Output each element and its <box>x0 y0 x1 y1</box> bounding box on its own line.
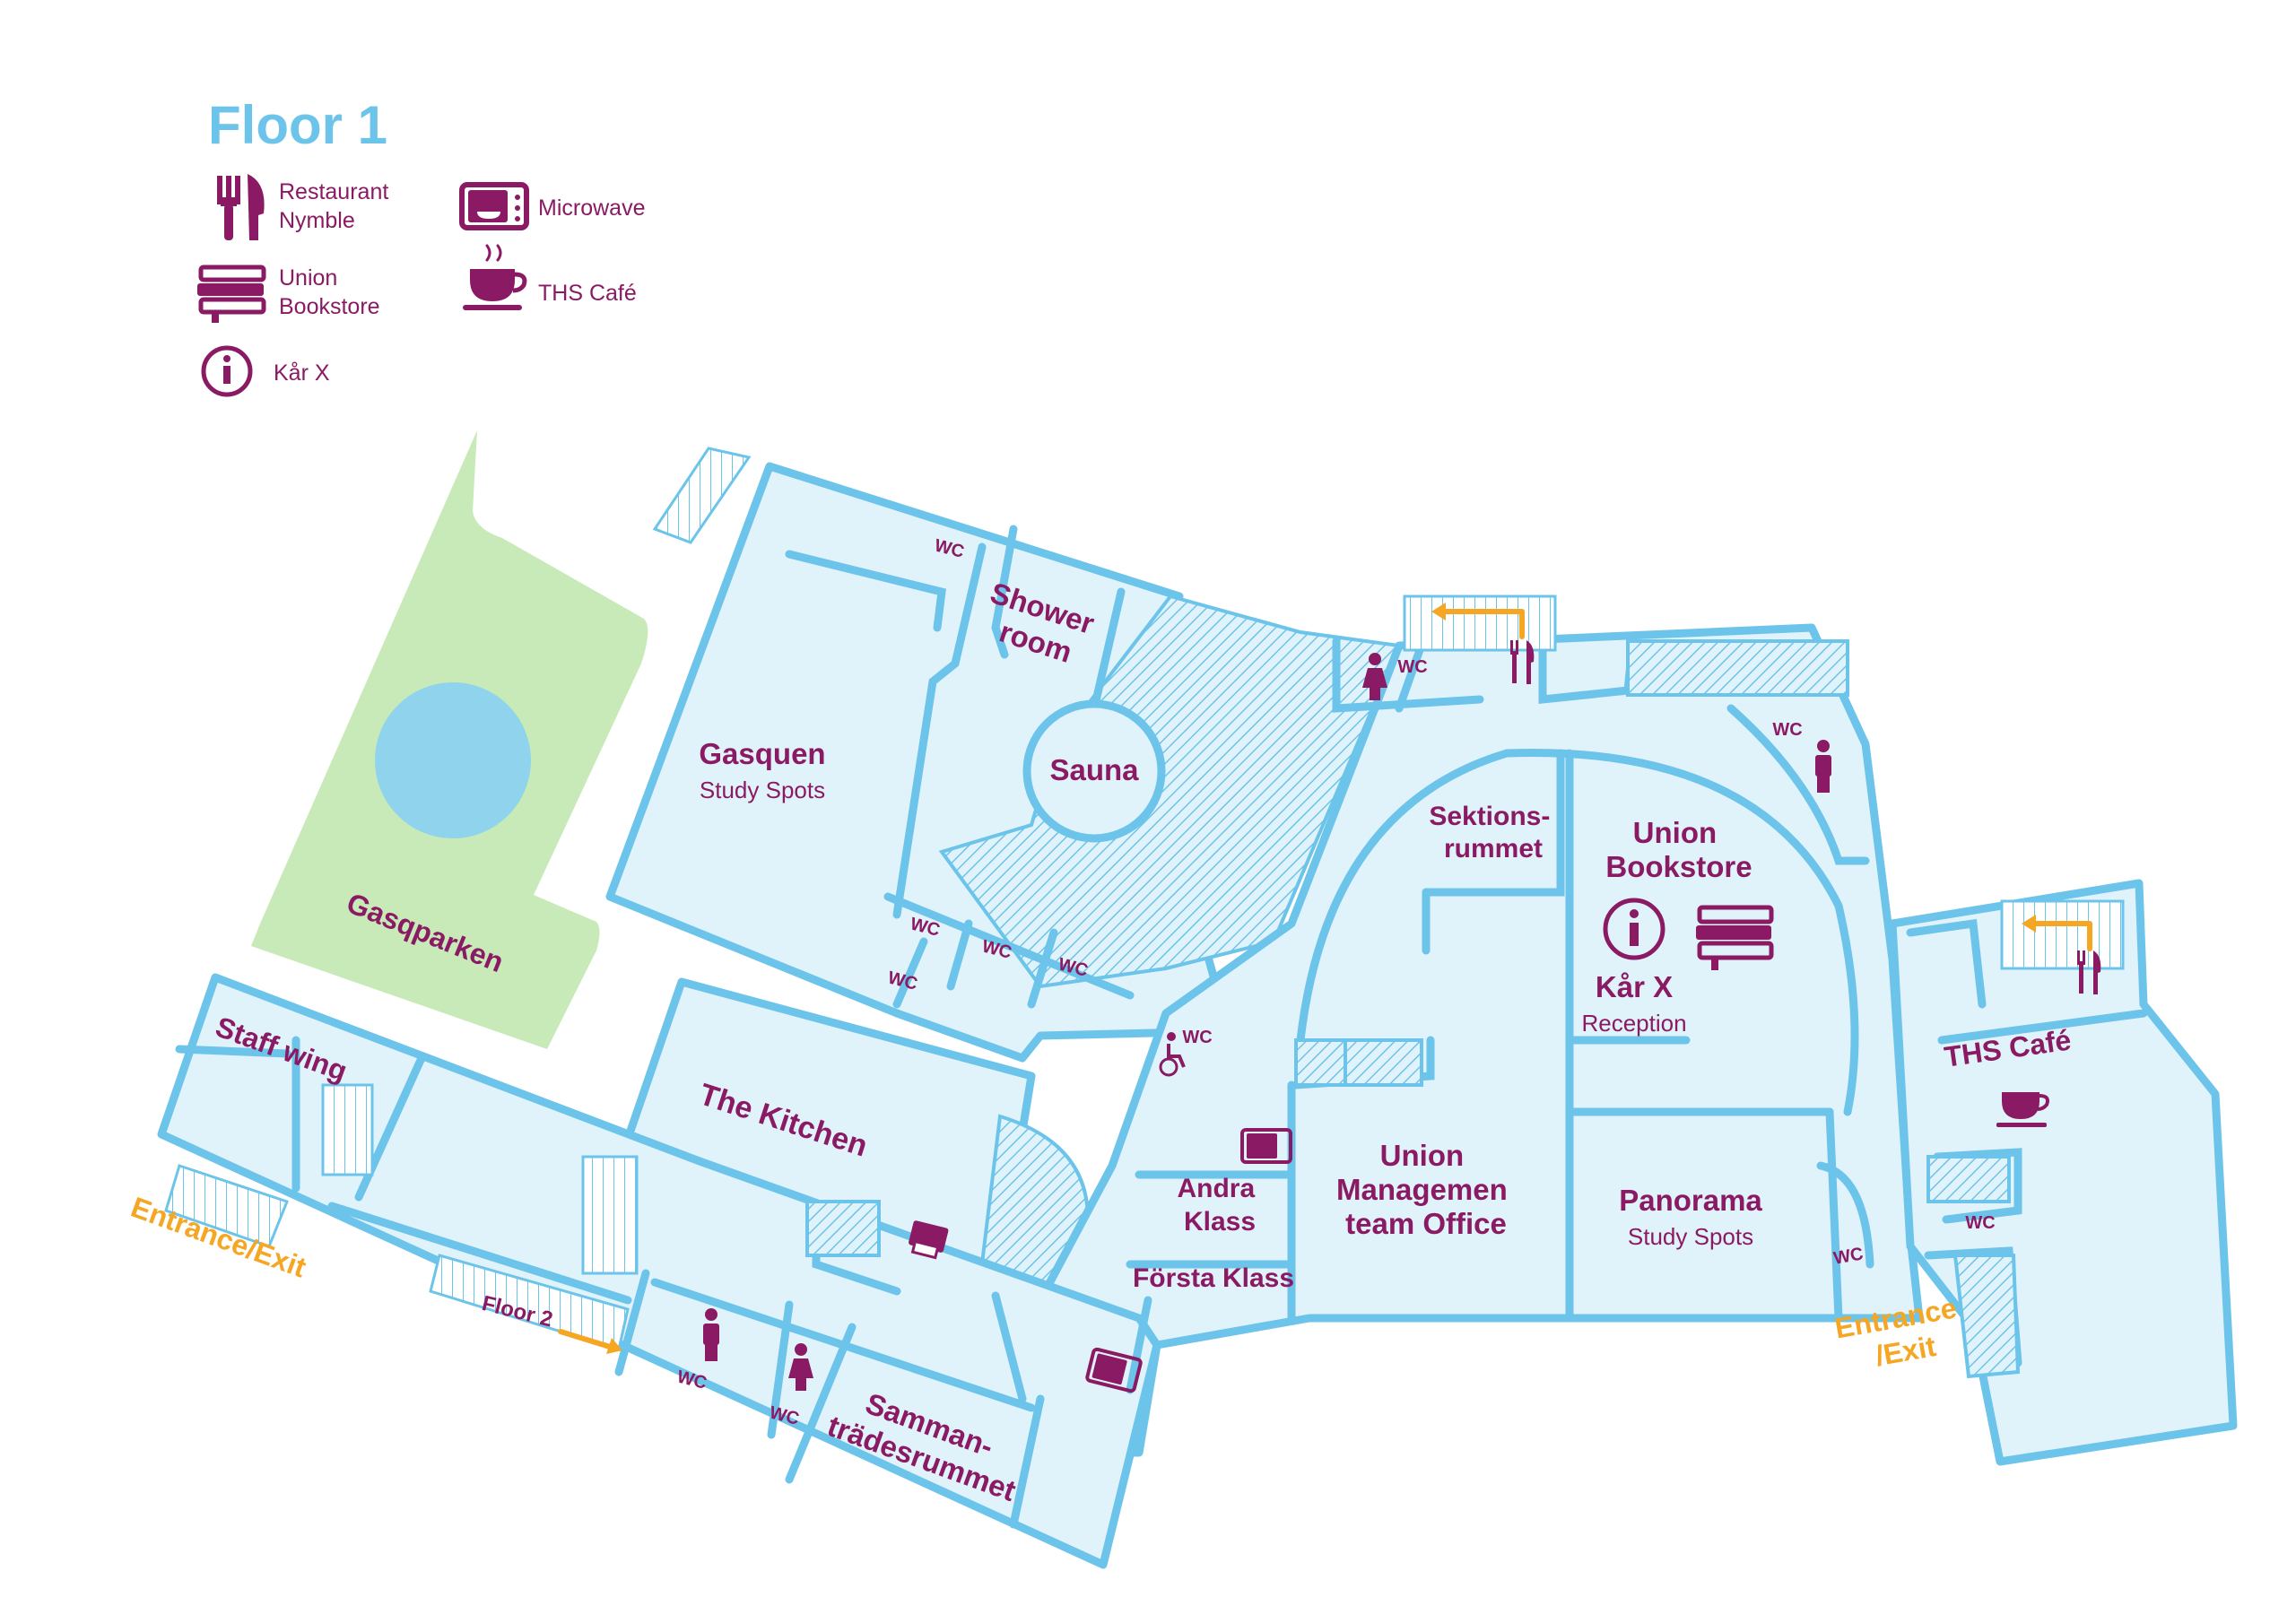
wc-label: WC <box>1965 1213 1995 1233</box>
south-wing <box>157 973 1161 1569</box>
man-icon <box>703 1308 719 1361</box>
wc-label: WC <box>1182 1028 1212 1047</box>
printer-icon <box>909 1220 949 1260</box>
arrowhead <box>606 1338 622 1354</box>
info-icon <box>201 345 253 397</box>
bookstore-icon <box>197 265 266 323</box>
arrow <box>558 1329 613 1350</box>
arrow <box>2031 921 2092 951</box>
microwave-icon <box>459 182 529 230</box>
inner-walls <box>175 525 2148 1529</box>
wheelchair-icon <box>1159 1032 1186 1077</box>
sauna-label: Sauna <box>1049 753 1139 786</box>
sektions-label: Sektions- rummet <box>1429 802 1557 864</box>
cafe-icon <box>463 244 527 310</box>
stairs <box>164 447 2125 1351</box>
reception-label: Reception <box>1581 1010 1686 1037</box>
restaurant-icon <box>2077 950 2101 994</box>
direction-arrows <box>558 603 2092 1354</box>
karx-label: Kår X <box>1596 970 1673 1003</box>
legend-cafe-label: THS Café <box>538 281 637 306</box>
forsta-klass-label: Första Klass <box>1133 1263 1294 1293</box>
management-label: Union Managemen team Office <box>1336 1139 1516 1240</box>
page-title: Floor 1 <box>208 95 387 155</box>
cafe-icon <box>1996 1092 2049 1127</box>
gasquen-label: Gasquen <box>699 737 825 770</box>
bookstore-label: Union Bookstore <box>1605 816 1752 883</box>
map-icons <box>703 640 2101 1393</box>
man-icon <box>1815 740 1831 793</box>
arrow <box>1441 609 1525 639</box>
hatched-blocks <box>805 639 2021 1379</box>
panorama-label: Panorama <box>1619 1184 1762 1217</box>
info-icon <box>1603 898 1665 960</box>
panorama-sub: Study Spots <box>1628 1223 1753 1250</box>
legend-info-label: Kår X <box>274 360 330 386</box>
restaurant-icon <box>1510 640 1535 684</box>
legend-microwave-label: Microwave <box>538 195 645 221</box>
microwave-icon <box>1085 1347 1143 1393</box>
legend: Restaurant Nymble Microwave Union Bookst… <box>197 174 645 397</box>
legend-restaurant-label: Restaurant Nymble <box>279 179 395 233</box>
restaurant-icon <box>217 174 265 240</box>
pond <box>375 682 531 838</box>
wc-label: WC <box>1397 657 1427 677</box>
microwave-icon <box>1240 1128 1292 1164</box>
arrowhead <box>2022 915 2036 933</box>
woman-icon <box>788 1343 813 1391</box>
legend-bookstore-label: Union Bookstore <box>279 265 380 319</box>
arrowhead <box>1431 603 1446 621</box>
sauna-room <box>1022 699 1166 843</box>
park: Gasqparken <box>251 430 648 1049</box>
gasquen-sub: Study Spots <box>700 777 825 803</box>
andra-klass-label: Andra Klass <box>1177 1174 1262 1237</box>
wc-label: WC <box>1772 720 1802 740</box>
woman-icon <box>1362 653 1387 700</box>
bookstore-icon <box>1696 905 1774 970</box>
